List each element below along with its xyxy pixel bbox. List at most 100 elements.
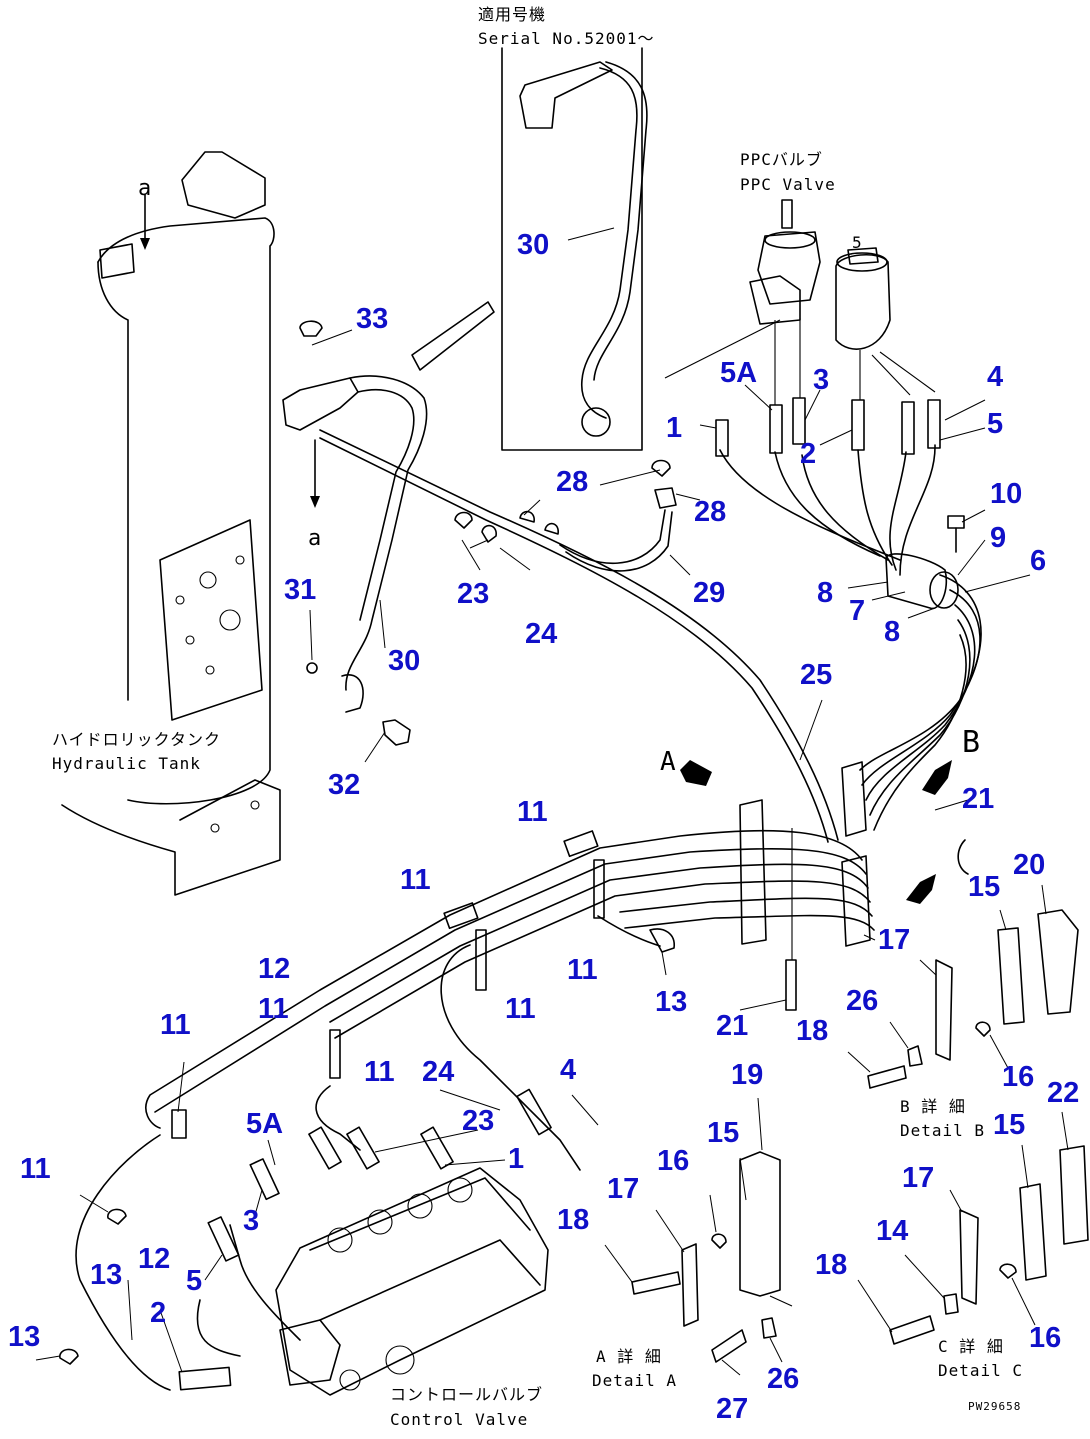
- arrow-to-inset: [411, 301, 495, 371]
- part-13-left: [107, 1208, 127, 1225]
- callout-26-b: 26: [846, 985, 878, 1017]
- tank-plate: [159, 519, 263, 721]
- fitting-5A: [308, 1126, 342, 1170]
- callout-21-b: 21: [716, 1010, 748, 1042]
- details: A 詳 細 Detail A B 詳 細 Detail B C 詳 細 Deta…: [592, 909, 1089, 1390]
- detail-b-block-15: [997, 927, 1025, 1025]
- callout-2-b: 2: [150, 1297, 166, 1329]
- callout-30-b: 30: [388, 645, 420, 677]
- callout-33: 33: [356, 303, 388, 335]
- fitting-2: [178, 1366, 232, 1391]
- callout-32: 32: [328, 769, 360, 801]
- ppc-caption-jp: PPCバルブ: [740, 150, 823, 169]
- callout-11-h: 11: [20, 1153, 51, 1185]
- callout-18-a: 18: [557, 1204, 589, 1236]
- clamp-30: [341, 674, 364, 713]
- ppc-caption-en: PPC Valve: [740, 175, 836, 194]
- mark-a-top: a: [138, 176, 152, 201]
- callout-18-c: 18: [815, 1249, 847, 1281]
- fitting-23: [346, 1126, 380, 1170]
- callout-20: 20: [1013, 849, 1045, 881]
- bracket-upper-right: [841, 761, 867, 837]
- callout-13-b: 13: [90, 1259, 122, 1291]
- callout-10: 10: [990, 478, 1022, 510]
- bolt-4: [901, 401, 915, 455]
- bracket-center: [739, 799, 767, 945]
- part-13-upper: [649, 928, 675, 953]
- detail-c-block-22: [1059, 1145, 1089, 1245]
- hose-25-edge: [319, 437, 829, 843]
- part-33: [299, 320, 323, 337]
- tank-cap: [99, 243, 135, 279]
- callout-5A-b: 5A: [246, 1108, 283, 1140]
- callout-12-b: 12: [138, 1243, 170, 1275]
- ppc-valves: PPCバルブ PPC Valve 5: [664, 150, 986, 831]
- callout-28-a: 28: [556, 466, 588, 498]
- bolt-10: [947, 515, 965, 529]
- callout-30: 30: [517, 229, 549, 261]
- bolt-1: [715, 419, 729, 457]
- callout-3: 3: [813, 364, 829, 396]
- callout-11-g: 11: [364, 1056, 395, 1088]
- upper-bracket: [282, 377, 359, 431]
- callout-1: 1: [666, 412, 682, 444]
- detail-a-bracket-19: [739, 1151, 781, 1297]
- bolt-18-a: [631, 1271, 681, 1295]
- part-31: [306, 662, 318, 674]
- callout-11-c: 11: [567, 954, 598, 986]
- bolt-5: [927, 399, 941, 449]
- detail-c-block-15: [1019, 1183, 1047, 1281]
- fitting-1: [420, 1126, 454, 1170]
- fitting-3: [249, 1158, 280, 1201]
- control-caption-en: Control Valve: [390, 1410, 528, 1429]
- callout-18-b: 18: [796, 1015, 828, 1047]
- callout-6: 6: [1030, 545, 1046, 577]
- fitting-4: [516, 1088, 552, 1136]
- callout-16-c: 16: [1029, 1322, 1061, 1354]
- inset-clamp: [581, 407, 611, 437]
- callout-19: 19: [731, 1059, 763, 1091]
- serial-caption-jp: 適用号機: [478, 5, 546, 24]
- drawing-code: PW29658: [968, 1400, 1021, 1413]
- callout-1-b: 1: [508, 1143, 524, 1175]
- control-valve: コントロールバルブ Control Valve: [275, 1167, 549, 1429]
- tank-body: [97, 217, 275, 805]
- callout-12-a: 12: [258, 953, 290, 985]
- callout-11-b: 11: [400, 864, 431, 896]
- callout-31: 31: [284, 574, 316, 606]
- callout-14: 14: [876, 1215, 908, 1247]
- ppc-valve-left: [757, 231, 821, 305]
- callout-5-b: 5: [186, 1265, 202, 1297]
- callout-11-f: 11: [160, 1009, 191, 1041]
- arrow-view-b: [922, 760, 952, 795]
- detail-c-plate-17: [959, 1209, 979, 1305]
- callout-26-a: 26: [767, 1363, 799, 1395]
- callout-2: 2: [800, 438, 816, 470]
- hose-29: [559, 509, 666, 564]
- label-view-a: A: [660, 747, 677, 777]
- callout-24-top: 24: [525, 618, 557, 650]
- callout-8-b: 8: [884, 616, 900, 648]
- callout-9: 9: [990, 522, 1006, 554]
- mark-a-mid: a: [308, 526, 322, 551]
- detail-b-bracket-20: [1037, 909, 1079, 1015]
- callout-5: 5: [987, 408, 1003, 440]
- callout-13-a: 13: [655, 986, 687, 1018]
- callout-15-b: 15: [968, 871, 1000, 903]
- fitting-5: [207, 1216, 240, 1262]
- tank-top-bracket: [181, 151, 266, 219]
- control-caption-jp: コントロールバルブ: [390, 1385, 543, 1404]
- mark-c: [957, 839, 969, 875]
- detail-a-caption-jp: A 詳 細: [596, 1347, 662, 1366]
- part-13-bottom: [59, 1348, 79, 1365]
- detail-a-caption-en: Detail A: [592, 1371, 677, 1390]
- callout-16-b: 16: [1002, 1061, 1034, 1093]
- serial-inset: 適用号機 Serial No.52001～: [478, 5, 654, 451]
- view-arrows: A: [660, 747, 969, 904]
- callout-4-b: 4: [560, 1054, 576, 1086]
- callout-17-c: 17: [902, 1162, 934, 1194]
- callout-23-b: 23: [462, 1105, 494, 1137]
- inset-frame: [501, 47, 643, 451]
- callout-15-a: 15: [707, 1117, 739, 1149]
- part-26-a: [761, 1317, 777, 1339]
